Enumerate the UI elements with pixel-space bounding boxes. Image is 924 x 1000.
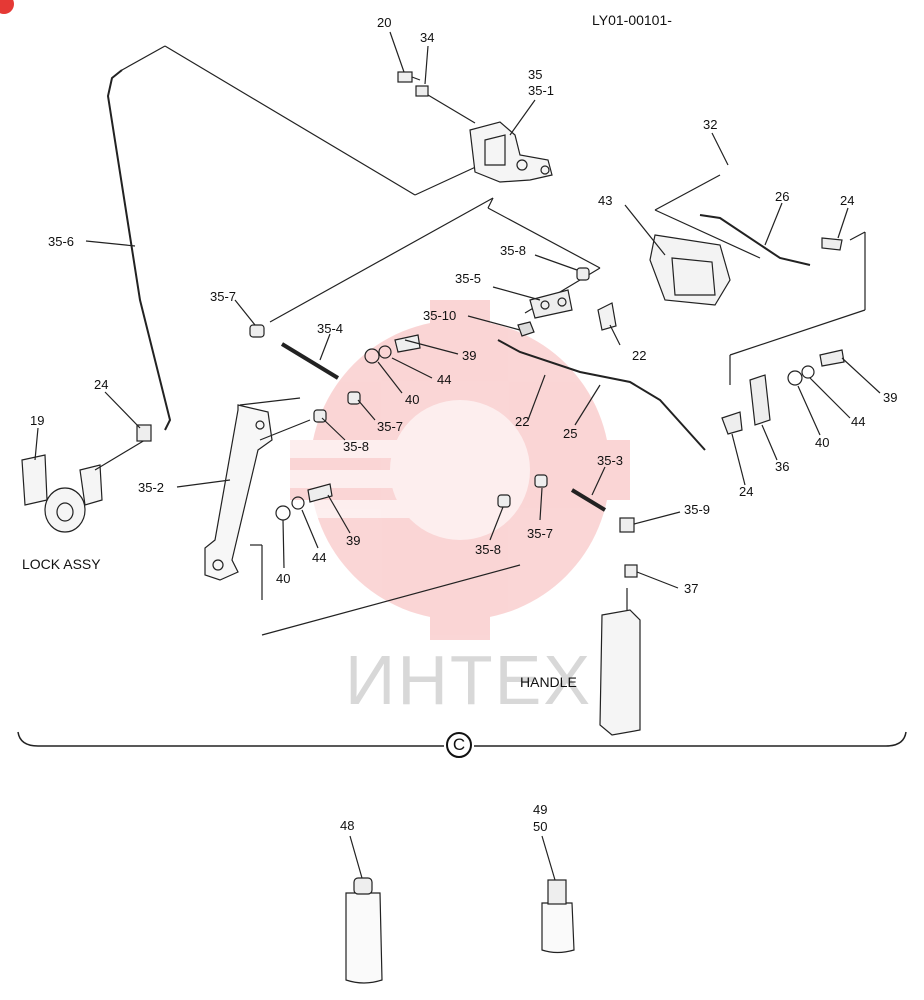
nut-34 xyxy=(415,85,429,97)
callout-24-right: 24 xyxy=(739,484,754,499)
callout-35-5: 35-5 xyxy=(455,271,482,286)
callout-44-top: 44 xyxy=(437,372,452,387)
caption-handle: HANDLE xyxy=(520,674,577,690)
callout-49: 49 xyxy=(533,802,548,817)
callout-40-right: 40 xyxy=(815,435,830,450)
callout-35-2: 35-2 xyxy=(138,480,165,495)
callout-43: 43 xyxy=(598,193,613,208)
callout-40-top: 40 xyxy=(405,392,420,407)
callout-35-7-left: 35-7 xyxy=(210,289,237,304)
callout-39-right: 39 xyxy=(883,390,898,405)
callout-20: 20 xyxy=(377,15,392,30)
callout-26: 26 xyxy=(775,189,790,204)
callout-35-1: 35-1 xyxy=(528,83,555,98)
callout-32: 32 xyxy=(703,117,718,132)
callout-48: 48 xyxy=(340,818,355,833)
watermark-text: ИНТЕХ xyxy=(345,641,593,719)
callout-35-9: 35-9 xyxy=(684,502,711,517)
callout-39-top: 39 xyxy=(462,348,477,363)
callout-35-8-low: 35-8 xyxy=(475,542,502,557)
lock-mechanism-35 xyxy=(469,121,553,183)
callout-35-6: 35-6 xyxy=(48,234,75,249)
bottle-49-50 xyxy=(541,879,575,954)
callout-35-7-mid: 35-7 xyxy=(377,419,404,434)
handle-shape xyxy=(599,609,641,736)
caption-lock-assy: LOCK ASSY xyxy=(22,556,101,572)
callout-25: 25 xyxy=(563,426,578,441)
corner-badge xyxy=(0,0,14,14)
callout-22-right: 22 xyxy=(632,348,647,363)
callout-35-4: 35-4 xyxy=(317,321,344,336)
section-mark-c: C xyxy=(446,732,472,758)
callout-34: 34 xyxy=(420,30,435,45)
callout-44-low: 44 xyxy=(312,550,327,565)
callout-35-3: 35-3 xyxy=(597,453,624,468)
rod-25 xyxy=(497,339,706,451)
callout-24-top: 24 xyxy=(840,193,855,208)
callout-50: 50 xyxy=(533,819,548,834)
callout-35-10: 35-10 xyxy=(423,308,457,323)
callout-35-8-mid: 35-8 xyxy=(343,439,370,454)
callout-37: 37 xyxy=(684,581,699,596)
callout-35-7-low: 35-7 xyxy=(527,526,554,541)
callout-35: 35 xyxy=(528,67,543,82)
callout-40-low: 40 xyxy=(276,571,291,586)
callout-24-left: 24 xyxy=(94,377,109,392)
drawing-code: LY01-00101- xyxy=(592,12,672,28)
screw-20 xyxy=(397,71,421,83)
callout-39-low: 39 xyxy=(346,533,361,548)
callout-36: 36 xyxy=(775,459,790,474)
callout-35-8-top: 35-8 xyxy=(500,243,527,258)
rod-35-6 xyxy=(106,69,172,431)
bottle-48 xyxy=(345,877,383,984)
callout-44-right: 44 xyxy=(851,414,866,429)
rod-35-4 xyxy=(280,342,340,380)
callout-19: 19 xyxy=(30,413,45,428)
callout-22-mid: 22 xyxy=(515,414,530,429)
